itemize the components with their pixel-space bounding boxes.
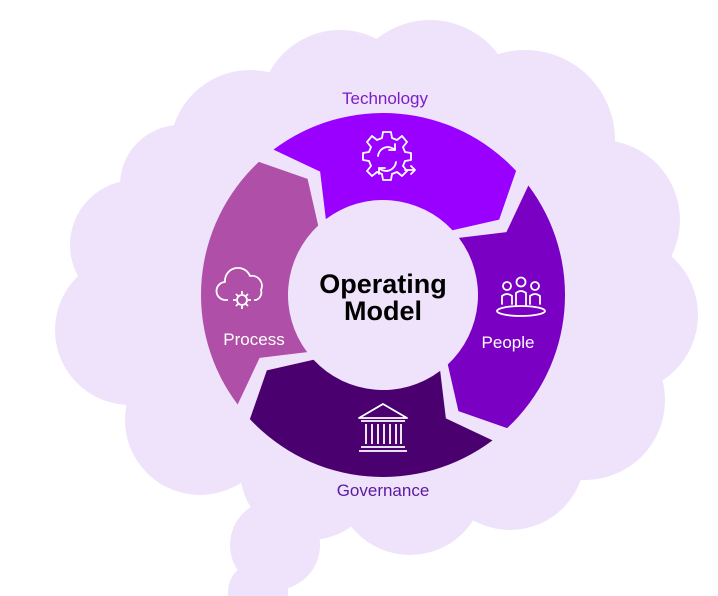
building-columns-icon	[358, 403, 408, 452]
segment-label-process: Process	[223, 330, 284, 349]
segment-label-people: People	[482, 333, 535, 352]
center-disc	[291, 203, 475, 387]
segment-technology	[273, 112, 517, 231]
center-title-line1: Operating	[319, 269, 447, 299]
segment-process	[201, 161, 319, 405]
segment-label-governance: Governance	[337, 481, 430, 500]
gear-cycle-icon	[362, 131, 416, 181]
cloud-gear-icon	[215, 267, 263, 309]
people-group-icon	[496, 276, 546, 317]
segment-label-technology: Technology	[342, 89, 429, 108]
center-title-line2: Model	[344, 296, 422, 326]
